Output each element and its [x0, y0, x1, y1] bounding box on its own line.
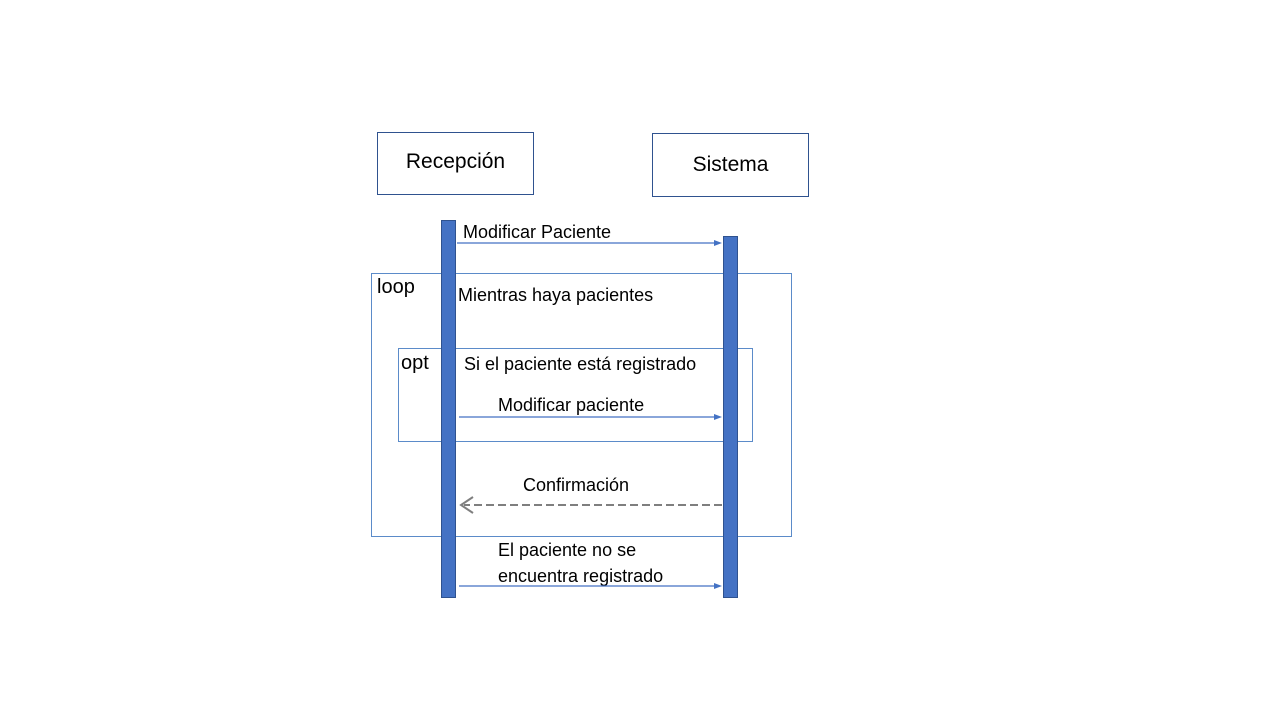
arrowhead-icon	[714, 240, 722, 246]
message-not-registered-label-line1: El paciente no se	[498, 540, 637, 560]
loop-guard-label: Mientras haya pacientes	[458, 285, 654, 305]
participant-reception-label: Recepción	[405, 150, 506, 173]
message-not-registered-label-line2: encuentra registrado	[498, 566, 664, 586]
opt-guard-label: Si el paciente está registrado	[464, 354, 697, 374]
loop-fragment-frame	[371, 273, 792, 537]
participant-system-label: Sistema	[692, 153, 769, 176]
opt-operator-label: opt	[401, 352, 429, 374]
system-activation-bar	[723, 236, 738, 598]
participant-system[interactable]: Sistema	[652, 133, 809, 197]
message-confirmation-label: Confirmación	[523, 475, 630, 495]
reception-activation-bar	[441, 220, 456, 598]
message-modify-patient-initial-label: Modificar Paciente	[463, 222, 612, 242]
arrowhead-icon	[714, 583, 722, 589]
loop-operator-label: loop	[377, 276, 415, 298]
message-modify-patient-label: Modificar paciente	[498, 395, 645, 415]
participant-reception[interactable]: Recepción	[377, 132, 534, 195]
opt-fragment-frame	[398, 348, 753, 442]
